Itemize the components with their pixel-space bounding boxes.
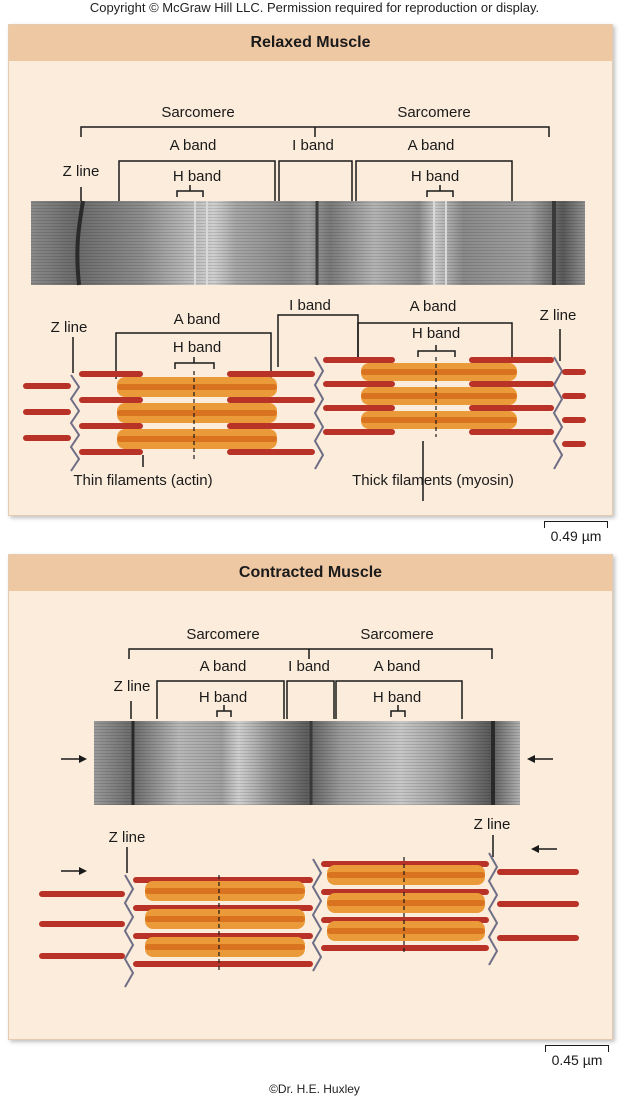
contracted-scale-label: 0.45 µm (551, 1052, 603, 1068)
contracted-scale-line (545, 1045, 609, 1052)
thin-filaments-label: Thin filaments (actin) (73, 472, 212, 489)
relaxed-micrograph (31, 200, 585, 286)
contracted-sarcomere-right-label: Sarcomere (360, 626, 433, 643)
contracted-sarcomere-left-label: Sarcomere (186, 626, 259, 643)
relaxed-scale-line (544, 521, 608, 528)
copyright-notice: Copyright © McGraw Hill LLC. Permission … (89, 0, 540, 15)
relaxed-sarcomere-right-label: Sarcomere (397, 104, 470, 121)
relaxed-scale-bar: 0.49 µm (544, 521, 608, 547)
relaxed-panel-title: Relaxed Muscle (9, 25, 612, 61)
relaxed-diagram-i-band-label: I band (289, 297, 331, 314)
relaxed-thin-filaments (23, 357, 586, 455)
contracted-h-band-right-label: H band (373, 689, 421, 706)
relaxed-z-discs (69, 356, 564, 472)
relaxed-z-line-label: Z line (63, 163, 100, 180)
contracted-filament-diagram (39, 852, 579, 988)
relaxed-diagram-a-band-left-label: A band (174, 311, 221, 328)
contracted-arrows (61, 755, 557, 875)
relaxed-diagram-brackets (72, 314, 561, 501)
relaxed-sarcomere-left-label: Sarcomere (161, 104, 234, 121)
relaxed-diagram-h-band-right-label: H band (412, 325, 460, 342)
relaxed-diagram-h-band-left-label: H band (173, 339, 221, 356)
relaxed-brackets (80, 126, 550, 203)
thick-filaments-label: Thick filaments (myosin) (352, 472, 514, 489)
contracted-brackets (128, 648, 493, 719)
relaxed-diagram-z-line-left-label: Z line (51, 319, 88, 336)
relaxed-diagram-z-line-right-label: Z line (540, 307, 577, 324)
relaxed-diagram-a-band-right-label: A band (410, 298, 457, 315)
photo-credit: ©Dr. H.E. Huxley (269, 1082, 360, 1096)
contracted-thick-filaments (145, 857, 485, 971)
contracted-h-band-left-label: H band (199, 689, 247, 706)
relaxed-a-band-right-label: A band (408, 137, 455, 154)
relaxed-h-band-right-label: H band (411, 168, 459, 185)
contracted-diagram-leaders (126, 835, 494, 873)
relaxed-diagram: Sarcomere Sarcomere A band I band A band… (23, 104, 586, 501)
contracted-panel-title: Contracted Muscle (9, 555, 612, 591)
contracted-a-band-left-label: A band (200, 658, 247, 675)
relaxed-muscle-panel: Relaxed Muscle Sarcomere Sarcomere A ban… (8, 24, 613, 516)
relaxed-scale-label: 0.49 µm (550, 528, 602, 544)
relaxed-thick-filaments (117, 357, 517, 459)
contracted-diagram: Sarcomere Sarcomere A band I band A band… (39, 626, 579, 988)
relaxed-h-band-left-label: H band (173, 168, 221, 185)
contracted-z-discs (123, 852, 499, 988)
contracted-z-line-label: Z line (114, 678, 151, 695)
relaxed-filament-diagram (23, 356, 586, 472)
contracted-scale-bar: 0.45 µm (545, 1045, 609, 1071)
relaxed-a-band-left-label: A band (170, 137, 217, 154)
relaxed-i-band-label: I band (292, 137, 334, 154)
contracted-diagram-z-line-left-label: Z line (109, 829, 146, 846)
contracted-a-band-right-label: A band (374, 658, 421, 675)
contracted-i-band-label: I band (288, 658, 330, 675)
contracted-micrograph (94, 721, 520, 805)
contracted-diagram-z-line-right-label: Z line (474, 816, 511, 833)
contracted-muscle-panel: Contracted Muscle Sarcomere Sarcomere A … (8, 554, 613, 1040)
